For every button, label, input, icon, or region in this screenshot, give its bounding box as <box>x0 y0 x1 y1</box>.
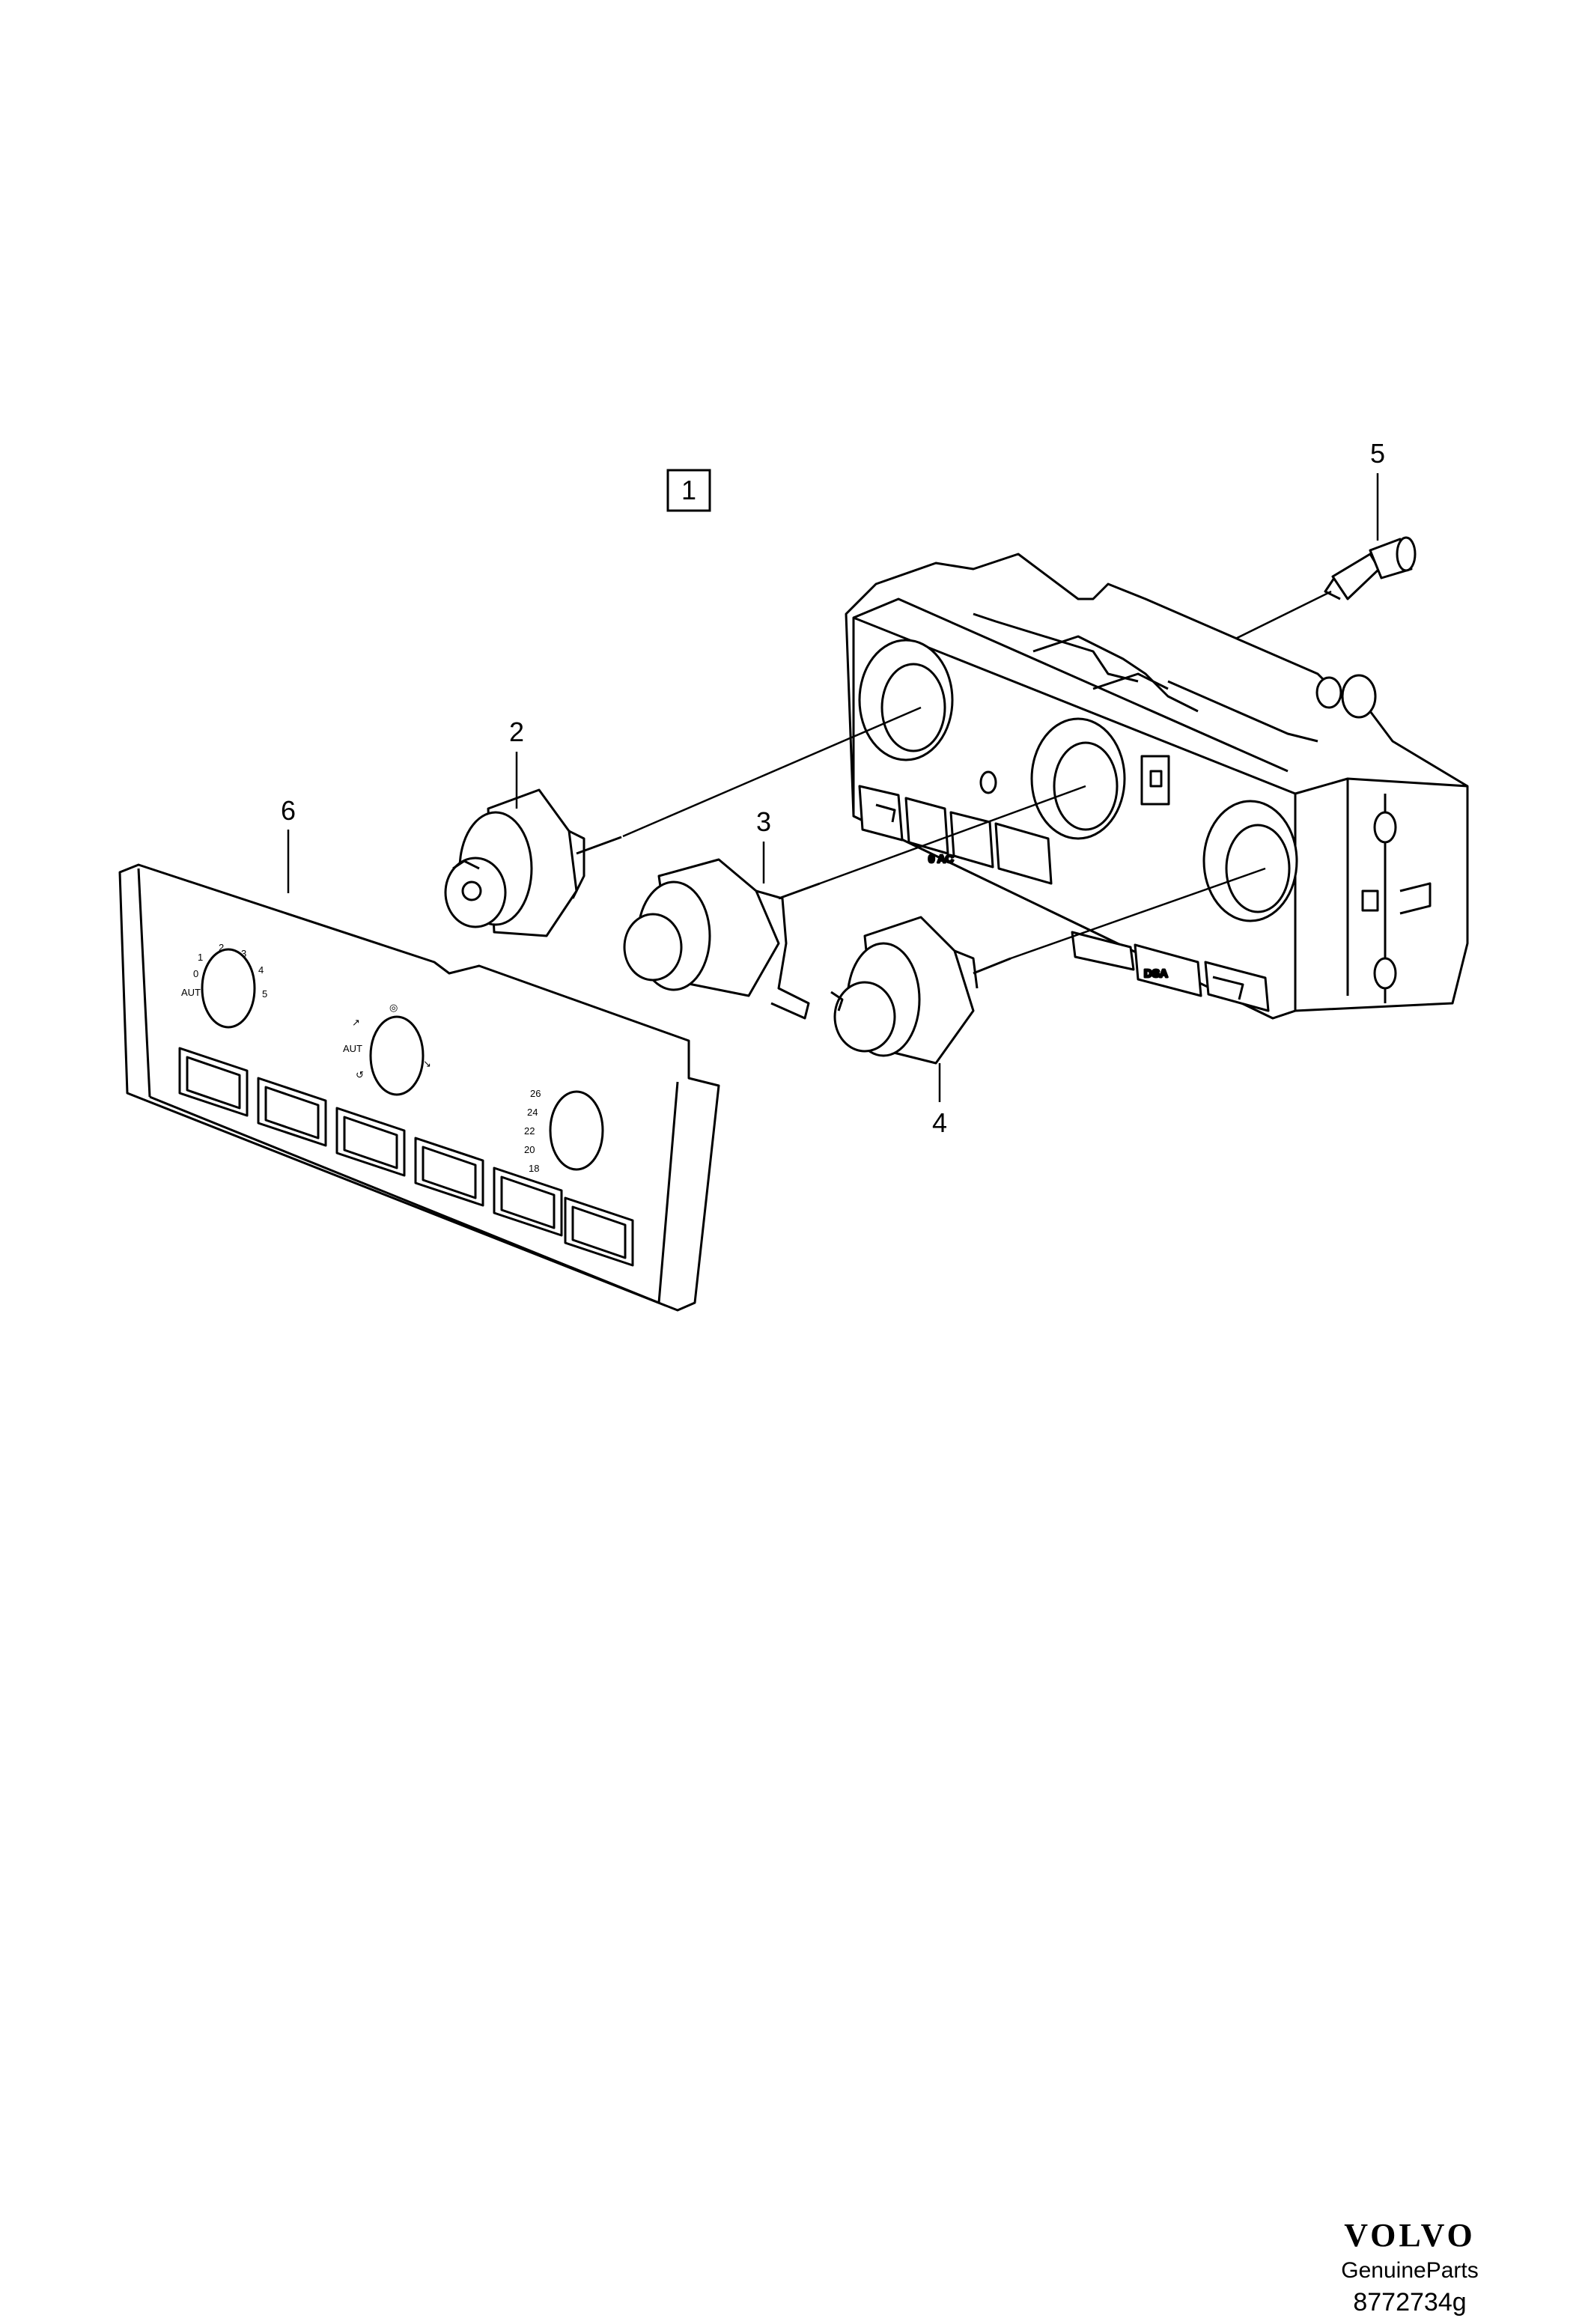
housing-dial-opening-center <box>1030 717 1126 840</box>
callout-1[interactable]: 1 <box>666 469 711 512</box>
panel-fan-scale: AUT 0 1 2 3 4 5 <box>181 942 267 1000</box>
callout-6[interactable]: 6 <box>281 795 296 893</box>
leader-4 <box>1010 867 1266 960</box>
callout-4[interactable]: 4 <box>932 1063 947 1138</box>
callout-2[interactable]: 2 <box>509 717 524 809</box>
fan-scale-3: 3 <box>241 948 246 959</box>
fan-scale-2: 2 <box>219 942 224 953</box>
leader-2 <box>622 706 922 838</box>
temp-scale-22: 22 <box>524 1125 535 1137</box>
housing-button-row: 0 AC DSA <box>858 785 1270 1012</box>
temp-scale-18: 18 <box>529 1163 539 1174</box>
callout-3[interactable]: 3 <box>756 806 771 883</box>
mode-scale-aut: AUT <box>343 1043 362 1054</box>
mode-icon-defrost: ◎ <box>389 1002 398 1013</box>
leader-3 <box>819 785 1086 885</box>
panel-dial-temp <box>549 1090 604 1171</box>
panel-temp-scale: 26 24 22 20 18 <box>524 1088 541 1174</box>
dsa-button-label: DSA <box>1144 967 1168 980</box>
temp-scale-20: 20 <box>524 1144 535 1155</box>
fan-scale-aut: AUT <box>181 987 201 998</box>
temp-scale-24: 24 <box>527 1107 538 1118</box>
mode-icon-recirc: ↺ <box>356 1069 364 1080</box>
panel-mode-scale: AUT ↗ ◎ ↘ ↺ <box>343 1002 431 1080</box>
part-2-knob <box>444 788 622 937</box>
ac-button-label: 0 AC <box>928 853 954 866</box>
panel-dial-fan <box>201 948 256 1029</box>
part-4-knob <box>830 916 1012 1065</box>
callout-3-label: 3 <box>756 806 771 837</box>
fan-scale-4: 4 <box>258 964 264 976</box>
fan-scale-5: 5 <box>262 988 267 1000</box>
part-3-knob <box>623 858 821 1020</box>
callout-1-label: 1 <box>681 475 696 505</box>
part-6-front-panel <box>118 863 720 1312</box>
housing-dial-opening-right <box>1202 800 1298 922</box>
callout-5[interactable]: 5 <box>1370 438 1385 541</box>
genuine-parts-label: GenuineParts <box>1341 2258 1479 2283</box>
panel-dial-mode <box>369 1015 425 1096</box>
fan-scale-0: 0 <box>193 968 198 979</box>
callout-4-label: 4 <box>932 1107 947 1138</box>
part-1-control-unit: 0 AC DSA <box>845 553 1469 1020</box>
callout-6-label: 6 <box>281 795 296 826</box>
mode-icon-feet: ↘ <box>423 1058 431 1069</box>
fan-scale-1: 1 <box>198 952 203 963</box>
part-5-bulb <box>1324 536 1417 600</box>
housing-dial-opening-left <box>858 639 954 761</box>
panel-button-windows <box>178 1047 634 1267</box>
figure-number: 8772734g <box>1353 2288 1467 2317</box>
volvo-brand-logo: VOLVO <box>1344 2217 1476 2254</box>
mode-icon-face: ↗ <box>352 1017 360 1028</box>
callout-2-label: 2 <box>509 717 524 747</box>
callout-5-label: 5 <box>1370 438 1385 469</box>
temp-scale-26: 26 <box>530 1088 541 1099</box>
